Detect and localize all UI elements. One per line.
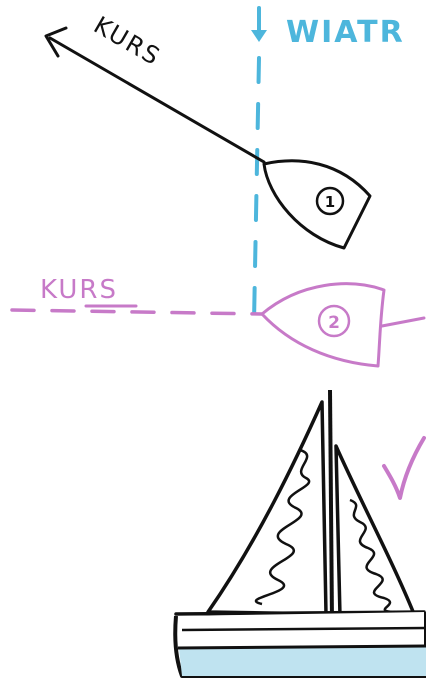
- wind-direction-dashed-line: [254, 58, 259, 322]
- boat-two-rudder: [382, 318, 424, 326]
- yacht-hull-waterline: [179, 646, 426, 676]
- mainsail: [208, 402, 326, 614]
- wind-label: WIATR: [286, 15, 405, 50]
- boat-two-hull: [262, 284, 384, 366]
- wind-group: WIATR: [251, 8, 405, 322]
- course-one-label: KURS: [89, 11, 166, 72]
- boat-two-marker: 2: [328, 313, 340, 333]
- course-two-dashed-line: [12, 310, 262, 314]
- course-two-group: KURS 2: [12, 275, 424, 366]
- course-two-label: KURS: [40, 275, 118, 305]
- waterline-stroke: [178, 646, 426, 648]
- down-arrow-icon: [251, 8, 267, 42]
- mast: [330, 390, 332, 622]
- yacht-illustration: [175, 390, 426, 676]
- boat-one-marker: 1: [325, 193, 335, 211]
- checkmark-icon: [384, 438, 424, 498]
